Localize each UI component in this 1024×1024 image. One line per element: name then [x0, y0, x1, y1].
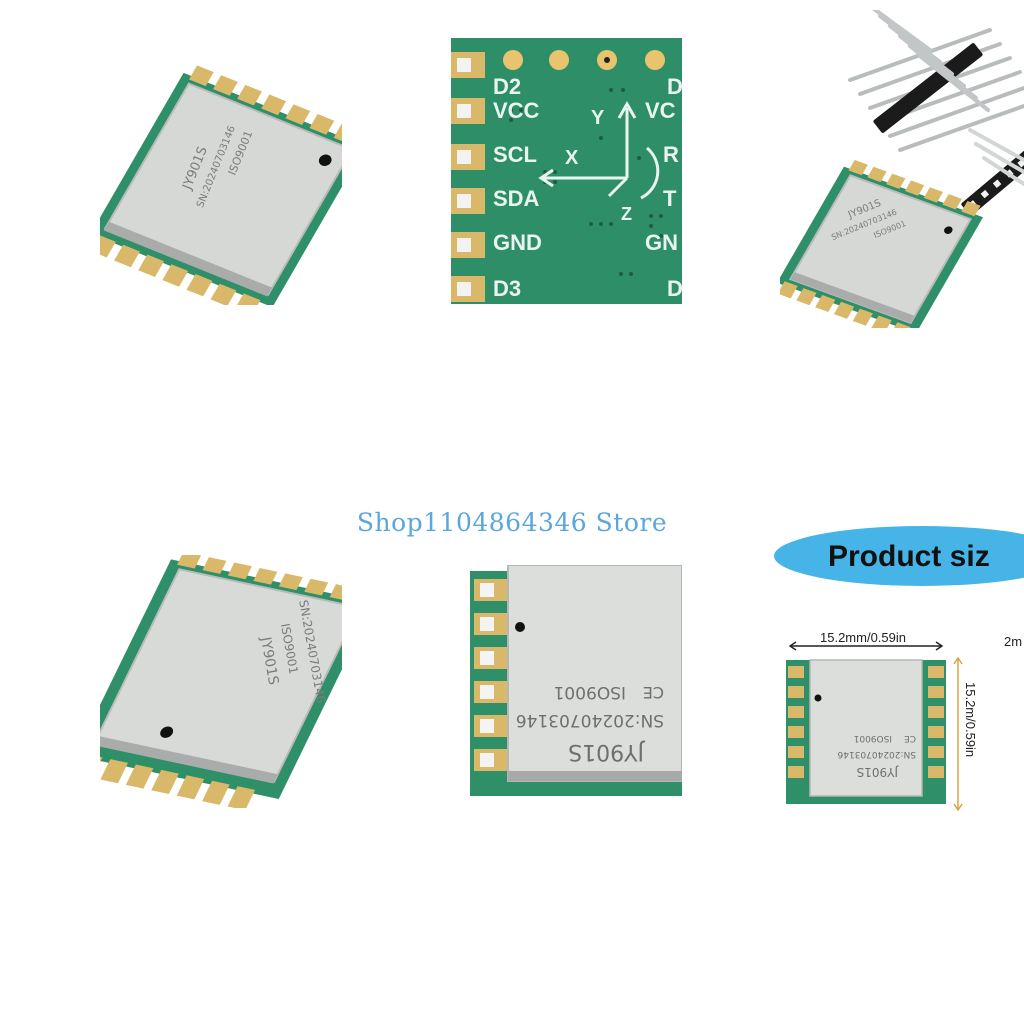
axis-x-label: X — [565, 147, 579, 169]
module-serial-text-large: SN:20240703146 — [516, 710, 664, 730]
photo-module-with-headers: JY901S SN:20240703146 ISO9001 — [780, 10, 1024, 328]
pin-label-right-d-top: D — [667, 74, 682, 99]
width-dimension-label: 15.2mm/0.59in — [820, 630, 906, 645]
module-model-text-diagram: JY901S — [857, 765, 899, 779]
pin-label-right-gn: GN — [645, 230, 678, 255]
pin-label-scl: SCL — [493, 142, 537, 167]
pin-label-right-d-bottom: D — [667, 276, 682, 301]
photo-pcb-back: Y X Z D2 VCC SCL SDA GND D3 D VC R T GN … — [451, 38, 682, 304]
pin-label-sda: SDA — [493, 186, 540, 211]
photo-module-top-view: JY901S SN:20240703146 CE ISO9001 — [470, 565, 682, 798]
product-size-title: Product siz — [828, 540, 990, 573]
pin-label-right-t: T — [663, 186, 677, 211]
module-ce-text-diagram: CE — [904, 733, 916, 743]
pin-label-right-r: R — [663, 142, 679, 167]
module-ce-text-large: CE — [643, 683, 664, 702]
title-banner — [774, 526, 1024, 586]
pin-label-right-vc: VC — [645, 98, 676, 123]
module-cert-text-large: ISO9001 — [554, 682, 626, 702]
pin-label-vcc: VCC — [493, 98, 540, 123]
pin-label-d2: D2 — [493, 74, 521, 99]
axis-z-label: Z — [621, 204, 632, 224]
pin-label-gnd: GND — [493, 230, 542, 255]
axis-y-label: Y — [591, 107, 605, 129]
height-dimension-label: 15.2m/0.59in — [963, 682, 978, 757]
module-model-text-large: JY901S — [568, 739, 646, 764]
photo-module-rotated: SN:20240703146 ISO9001 JY901S — [100, 555, 342, 808]
photo-module-angled: JY901S SN:20240703146 ISO9001 — [100, 40, 342, 305]
product-size-panel: Product siz 15.2mm/0.59in 2m 15.2m/0.59i… — [772, 520, 1024, 820]
pin-label-d3: D3 — [493, 276, 521, 301]
module-serial-text-diagram: SN:20240703146 — [837, 749, 916, 759]
module-cert-text-diagram: ISO9001 — [854, 733, 892, 743]
store-watermark: Shop1104864346 Store — [356, 508, 668, 537]
thickness-dimension-label: 2m — [1004, 634, 1022, 649]
